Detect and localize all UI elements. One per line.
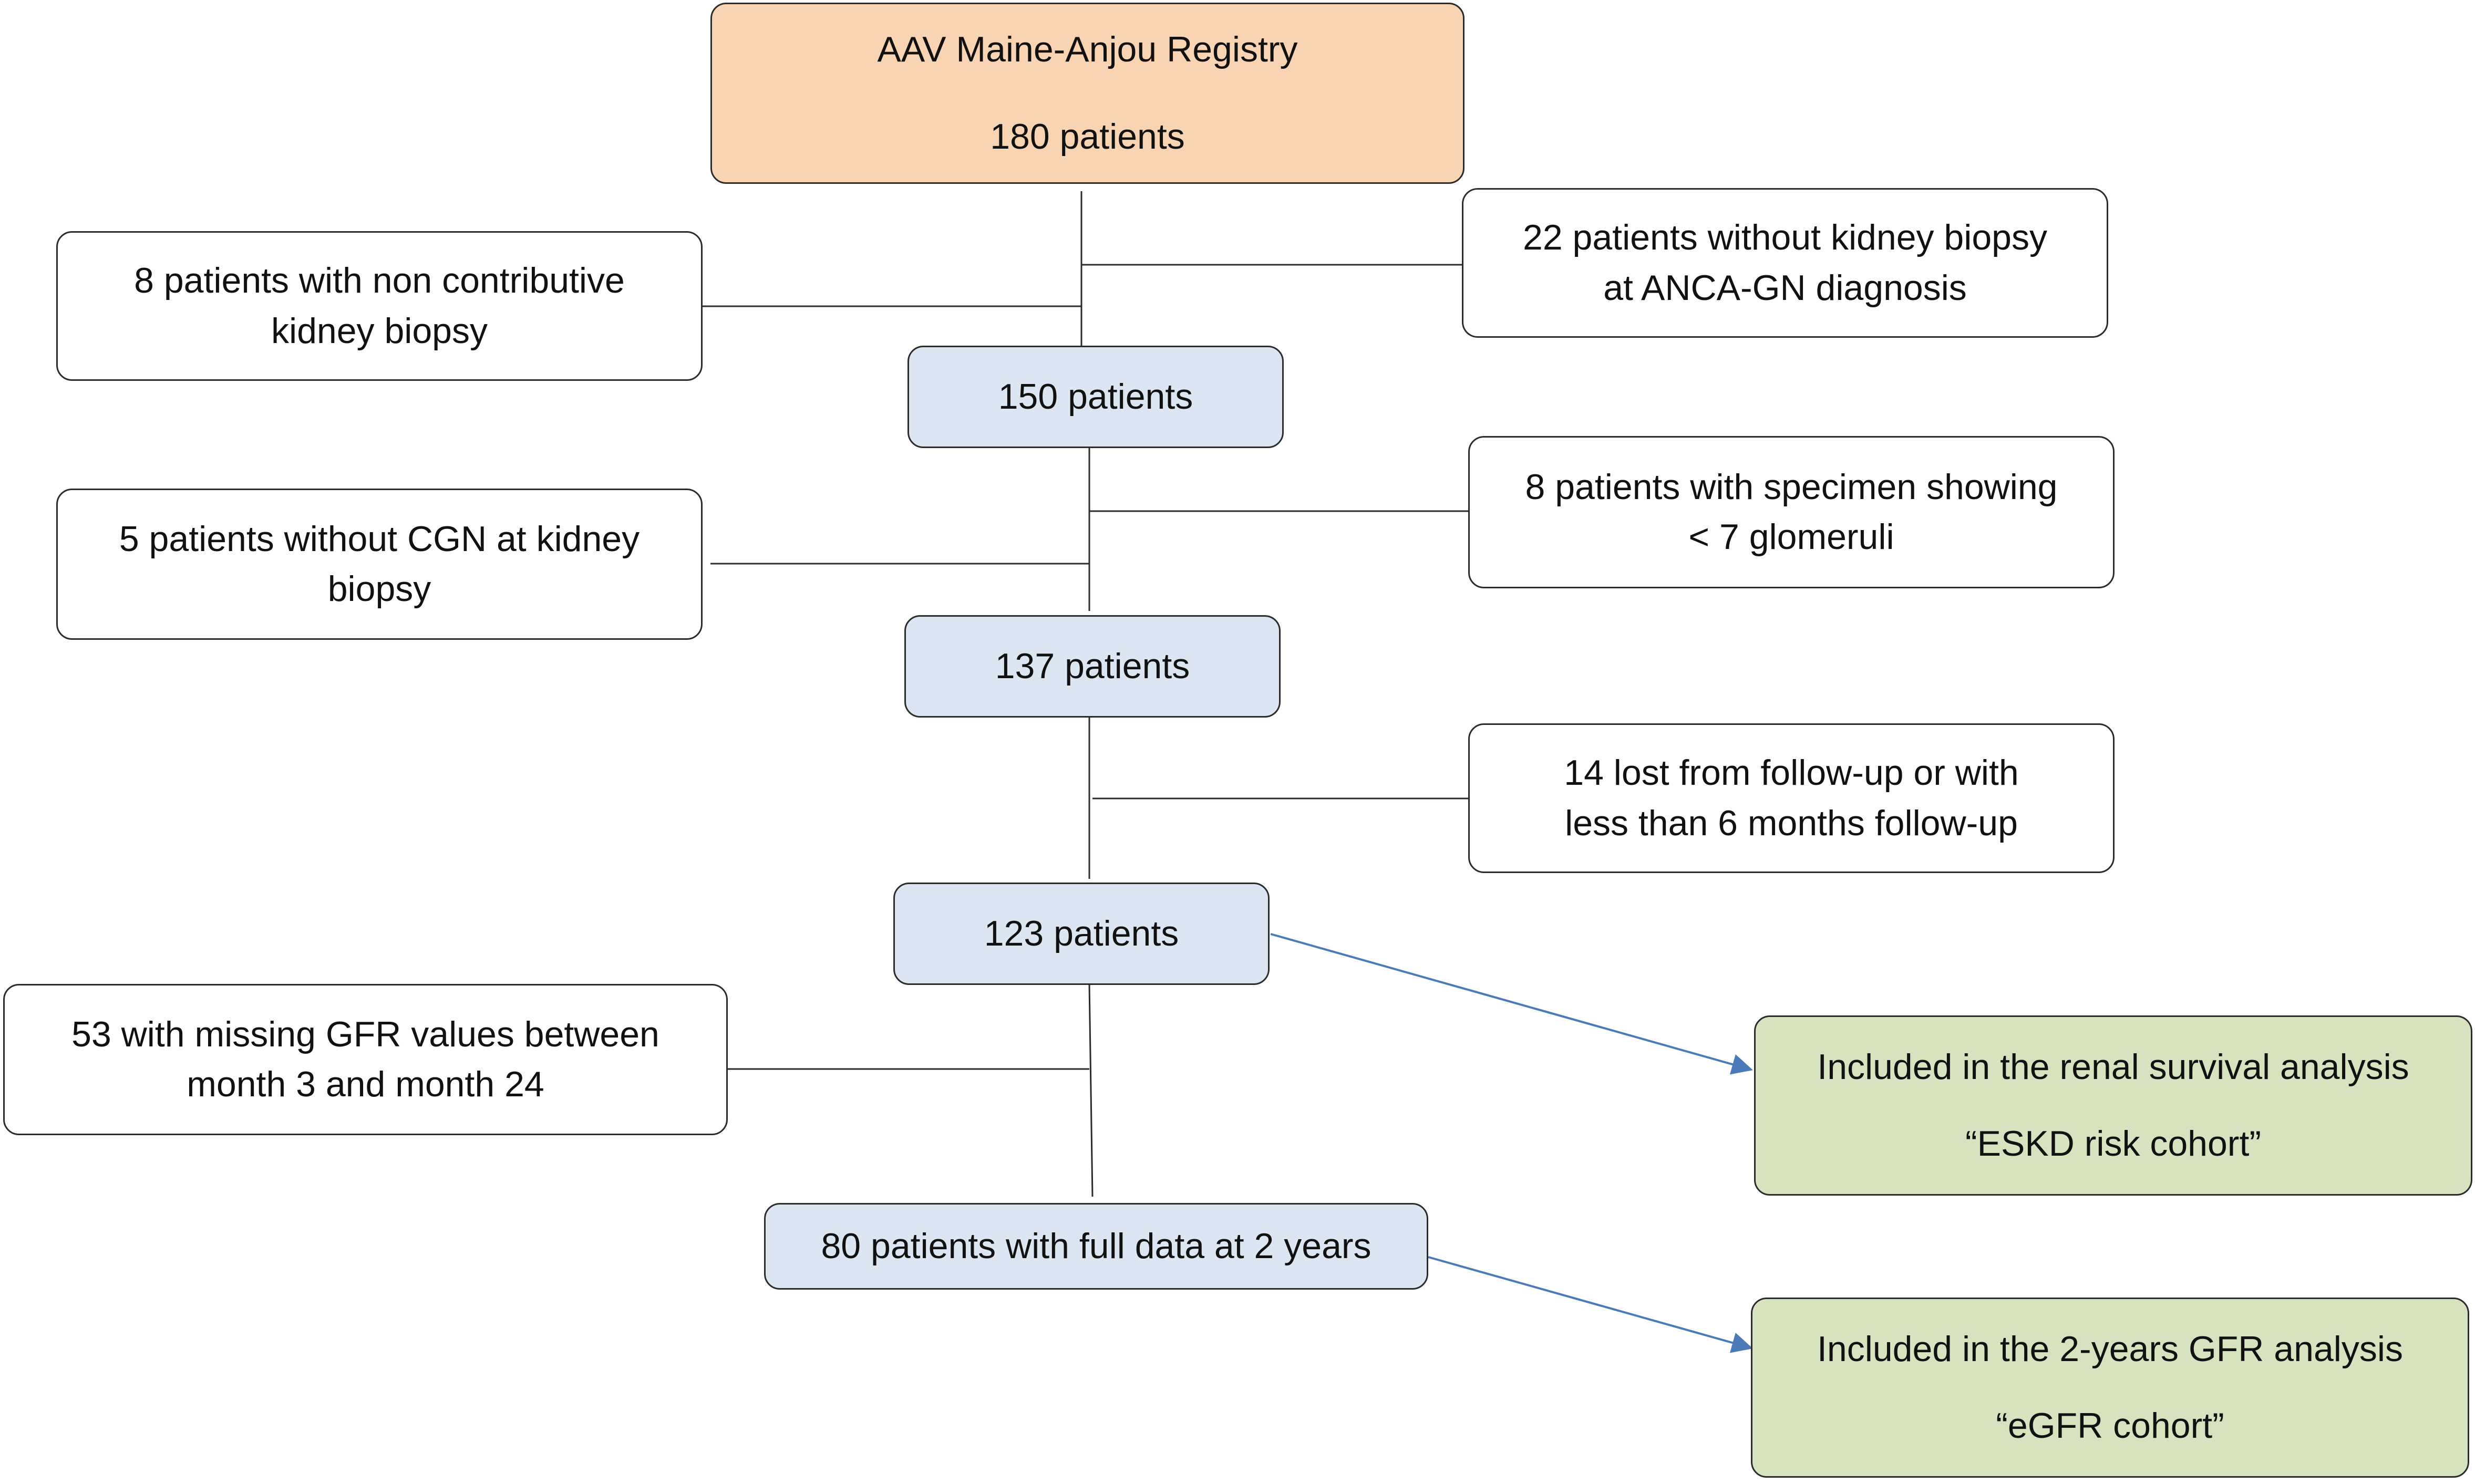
step-box-137: 137 patients — [904, 615, 1281, 718]
registry-box: AAV Maine-Anjou Registry 180 patients — [710, 3, 1465, 184]
exclusion-line: 8 patients with non contributive — [134, 261, 625, 301]
exclusion-line: less than 6 months follow-up — [1565, 803, 2018, 843]
outcome-description: Included in the renal survival analysis — [1817, 1047, 2409, 1087]
exclusion-box-no-cgn: 5 patients without CGN at kidney biopsy — [56, 489, 703, 640]
outcome-cohort-name: “ESKD risk cohort” — [1965, 1123, 2261, 1164]
exclusion-box-missing-gfr: 53 with missing GFR values between month… — [3, 984, 728, 1135]
exclusion-box-no-biopsy: 22 patients without kidney biopsy at ANC… — [1462, 188, 2108, 338]
exclusion-line: biopsy — [327, 569, 431, 609]
step-label: 137 patients — [995, 646, 1190, 686]
exclusion-line: 53 with missing GFR values between — [71, 1014, 659, 1054]
outcome-cohort-name: “eGFR cohort” — [1996, 1405, 2224, 1446]
exclusion-box-lost-followup: 14 lost from follow-up or with less than… — [1468, 723, 2115, 873]
step-box-80: 80 patients with full data at 2 years — [764, 1203, 1428, 1290]
outcome-description: Included in the 2-years GFR analysis — [1817, 1329, 2403, 1369]
exclusion-line: kidney biopsy — [271, 310, 488, 351]
exclusion-box-non-contributive: 8 patients with non contributive kidney … — [56, 231, 703, 381]
trunk-line-4 — [1088, 983, 1094, 1197]
registry-count: 180 patients — [990, 116, 1185, 157]
exclusion-box-few-glomeruli: 8 patients with specimen showing < 7 glo… — [1468, 436, 2115, 588]
exclusion-line: 14 lost from follow-up or with — [1564, 753, 2019, 793]
step-label: 123 patients — [984, 913, 1179, 953]
outcome-box-egfr: Included in the 2-years GFR analysis “eG… — [1751, 1298, 2469, 1478]
exclusion-line: 5 patients without CGN at kidney — [119, 518, 640, 559]
arrow-to-egfr-cohort — [1428, 1256, 1753, 1353]
exclusion-line: at ANCA-GN diagnosis — [1603, 267, 1967, 308]
step-label: 80 patients with full data at 2 years — [821, 1226, 1371, 1266]
exclusion-line: < 7 glomeruli — [1688, 517, 1894, 557]
registry-title: AAV Maine-Anjou Registry — [877, 29, 1298, 70]
outcome-box-eskd: Included in the renal survival analysis … — [1754, 1015, 2472, 1196]
step-box-150: 150 patients — [908, 346, 1284, 448]
step-box-123: 123 patients — [893, 883, 1270, 985]
exclusion-line: 8 patients with specimen showing — [1525, 466, 2058, 507]
exclusion-line: month 3 and month 24 — [187, 1064, 544, 1104]
exclusion-line: 22 patients without kidney biopsy — [1523, 217, 2047, 258]
arrow-to-eskd-cohort — [1270, 933, 1753, 1075]
step-label: 150 patients — [998, 376, 1193, 417]
